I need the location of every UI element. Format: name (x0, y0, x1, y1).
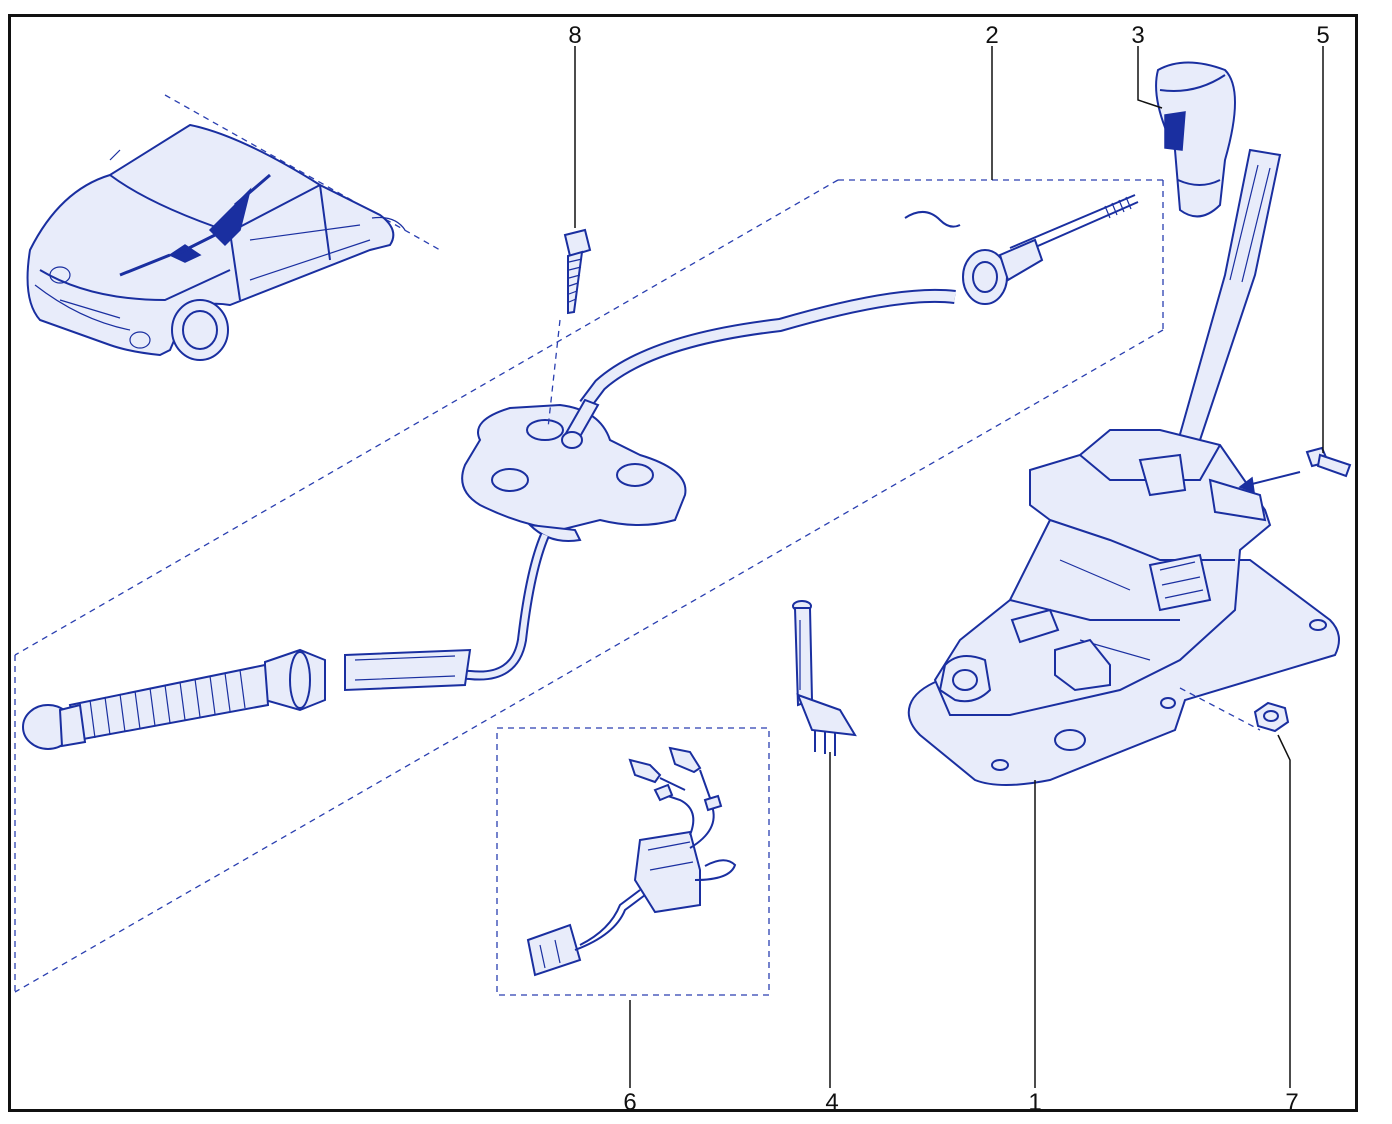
callout-6: 6 (623, 1089, 636, 1116)
vehicle-locator-illustration (26, 94, 441, 361)
callout-2: 2 (985, 22, 998, 49)
clip-part-4 (792, 600, 857, 756)
cable-assembly-boundary (14, 179, 1164, 993)
diagram-frame (8, 14, 1358, 1112)
callout-7: 7 (1285, 1089, 1298, 1116)
wiring-harness-part-6 (496, 727, 770, 996)
callout-leader-lines (574, 46, 1324, 1088)
callout-8: 8 (568, 22, 581, 49)
gear-selector-cable (22, 194, 1139, 750)
callout-4: 4 (825, 1089, 838, 1116)
callout-1: 1 (1028, 1089, 1041, 1116)
callout-5: 5 (1316, 22, 1329, 49)
pin-part-5 (1305, 446, 1352, 478)
bolt-part-8 (547, 228, 592, 429)
callout-3: 3 (1131, 22, 1144, 49)
gear-knob-part-3 (1155, 61, 1236, 218)
gear-selector-housing-part-1 (907, 148, 1340, 786)
nut-part-7 (1253, 701, 1290, 733)
